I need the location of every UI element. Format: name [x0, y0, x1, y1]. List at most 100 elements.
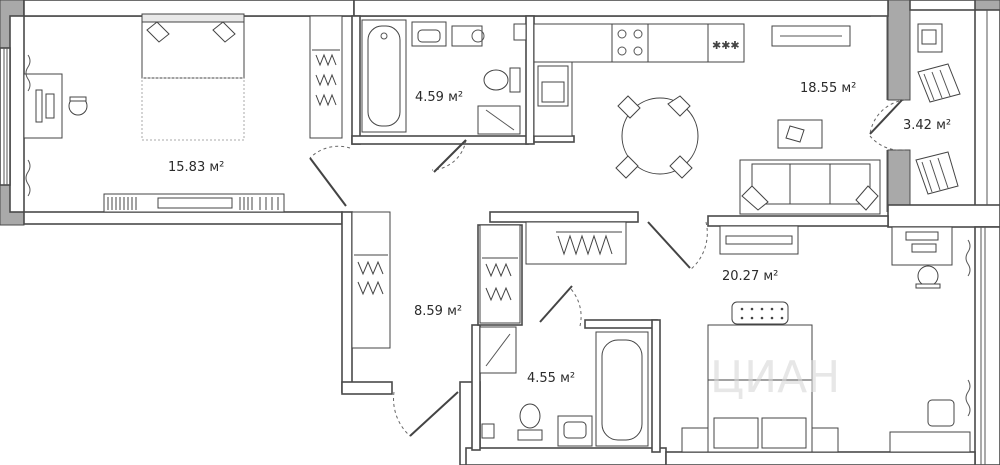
- door-leaf[interactable]: [309, 157, 347, 207]
- wall-bottom-right: [665, 451, 976, 465]
- outer-wall-left: [9, 15, 25, 213]
- room-area-label: 15.83 м²: [168, 160, 224, 175]
- wall-bath-top-right: [525, 15, 535, 145]
- rug: [141, 77, 245, 141]
- wall-segment: [974, 0, 1000, 11]
- wall-bedroom-right-top: [707, 215, 889, 227]
- room-area-label: 3.42 м²: [903, 118, 951, 133]
- sink-bowl: [541, 81, 565, 103]
- curtain-icon: [25, 54, 31, 197]
- toilet-icon: [519, 403, 541, 429]
- chair-icon: [615, 155, 639, 179]
- room-area-label: 4.59 м²: [415, 90, 463, 105]
- monitor-icon: [35, 89, 43, 123]
- wall-center: [489, 211, 639, 223]
- wall-bedroom-right: [974, 226, 1000, 465]
- bathtub-inner: [367, 25, 401, 127]
- laptop-icon: [785, 125, 805, 143]
- nightstand: [681, 427, 709, 453]
- pillow-icon: [761, 417, 807, 449]
- burner: [633, 46, 643, 56]
- wardrobe: [351, 211, 391, 349]
- room-area-label: 18.55 м²: [800, 81, 856, 96]
- stove-icon: [611, 23, 649, 63]
- tv-icon: [157, 197, 233, 209]
- toilet-tank: [509, 67, 521, 93]
- shelf-small: [481, 423, 495, 439]
- burner: [617, 29, 627, 39]
- fridge-icon: [707, 23, 745, 63]
- entrance-door[interactable]: [409, 391, 459, 437]
- room-area-label: 20.27 м²: [722, 269, 778, 284]
- shower-diagonal: [485, 109, 515, 131]
- deck-chair-slats: [921, 157, 949, 193]
- curtain-icon: [965, 239, 971, 417]
- pillow-icon: [855, 185, 879, 211]
- wall-hallway-left: [341, 211, 353, 393]
- wall-bedroom-left-bottom: [23, 211, 343, 225]
- door-leaf[interactable]: [647, 221, 691, 269]
- washing-machine-icon: [451, 25, 483, 47]
- pillow-icon: [146, 21, 170, 43]
- spiral-icon: [471, 29, 485, 43]
- keyboard-icon: [45, 93, 55, 119]
- burner: [633, 29, 643, 39]
- wall-kitchen-bottom: [533, 135, 575, 143]
- wardrobe: [309, 15, 343, 139]
- deck-chair-icon: [917, 63, 961, 103]
- nightstand: [811, 427, 839, 453]
- wall-bath-top-bottom: [351, 135, 529, 145]
- bed-headboard: [141, 13, 245, 23]
- tv-icon: [725, 235, 793, 245]
- balcony-wall-bottom: [887, 204, 1000, 228]
- closet-hatch: [482, 257, 518, 302]
- shelf-small: [513, 23, 527, 41]
- door-swing: [309, 145, 351, 159]
- door-leaf[interactable]: [869, 99, 903, 135]
- balcony-wall-top: [909, 0, 976, 11]
- dresser: [889, 431, 971, 453]
- wall-hallway-bottom: [341, 381, 393, 395]
- outer-wall-top-mid: [353, 0, 889, 17]
- pillow-icon: [212, 21, 236, 43]
- chair-icon: [617, 95, 641, 119]
- chair-icon: [667, 95, 691, 117]
- wall-bath-bottom-left: [471, 324, 481, 451]
- wall-bottom-bath: [465, 447, 667, 465]
- wall-segment: [887, 0, 911, 101]
- books-icon: [107, 197, 279, 210]
- monitor-icon: [905, 231, 939, 241]
- wardrobe-hatch: [312, 49, 340, 107]
- watermark: ЦИАН: [710, 352, 840, 403]
- drain-icon: [380, 32, 388, 40]
- keyboard-icon: [911, 243, 937, 253]
- wall-bath-bottom-top: [584, 319, 658, 329]
- snowflake-icon: ✱✱✱: [712, 39, 740, 52]
- deck-chair-icon: [915, 151, 959, 195]
- sofa-cushion: [789, 163, 831, 205]
- plant-icon: [921, 29, 937, 45]
- dining-table: [621, 97, 699, 175]
- door-swing: [689, 221, 708, 271]
- door-swing: [569, 287, 582, 327]
- wardrobe-top: [525, 221, 627, 265]
- wall-bath-top-left: [351, 15, 361, 145]
- door-leaf[interactable]: [433, 139, 467, 173]
- door-leaf[interactable]: [539, 285, 573, 323]
- burner: [617, 46, 627, 56]
- chair-back: [915, 283, 941, 289]
- pillow-icon: [741, 185, 769, 211]
- deck-chair-slats: [923, 69, 951, 101]
- chair-icon: [669, 155, 693, 179]
- desk: [23, 73, 63, 139]
- bathtub-inner: [601, 339, 643, 441]
- bed-headboard-pillow: [731, 301, 789, 325]
- wall-bath-bottom-right: [651, 319, 661, 453]
- shower-diagonal: [485, 333, 511, 367]
- sink-bowl: [417, 29, 441, 43]
- wardrobe-hatch: [556, 231, 622, 256]
- pillow-icon: [713, 417, 759, 449]
- room-area-label: 8.59 м²: [414, 304, 462, 319]
- wardrobe-hatch: [354, 254, 388, 296]
- door-swing: [393, 391, 411, 437]
